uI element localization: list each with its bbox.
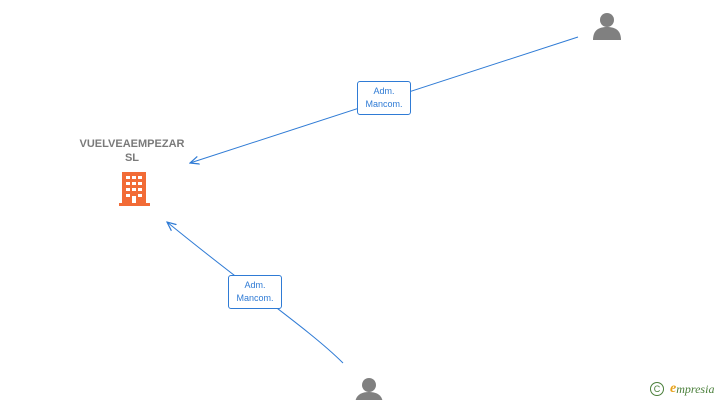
person-icon[interactable] bbox=[355, 378, 383, 400]
brand-initial: e bbox=[670, 381, 677, 396]
building-icon[interactable] bbox=[119, 172, 150, 206]
company-name-line2: SL bbox=[124, 152, 140, 164]
relation-role-1: Adm. bbox=[373, 86, 395, 96]
relation-label-1[interactable]: Adm. Mancom. bbox=[357, 81, 411, 115]
relation-label-2[interactable]: Adm. Mancom. bbox=[228, 275, 282, 309]
relation-role-2: Adm. bbox=[244, 280, 266, 290]
company-name-line1: VUELVEAEMPEZAR bbox=[79, 138, 185, 150]
brand-name: mpresia bbox=[676, 381, 715, 396]
copyright-icon: C bbox=[650, 382, 664, 396]
company-name-label[interactable]: VUELVEAEMPEZAR SL bbox=[62, 137, 202, 165]
relation-type-2: Mancom. bbox=[236, 293, 274, 303]
person-icon[interactable] bbox=[593, 13, 621, 40]
relation-type-1: Mancom. bbox=[365, 99, 403, 109]
empresia-watermark[interactable]: C e mpresia bbox=[650, 380, 714, 398]
